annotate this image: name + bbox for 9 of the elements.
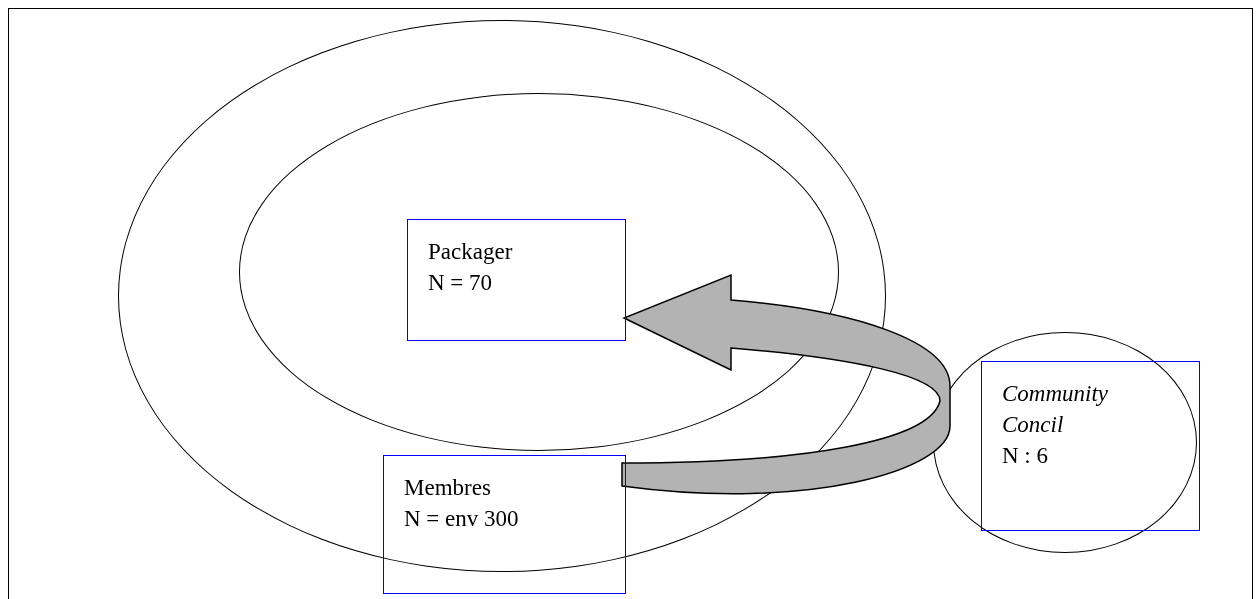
text-box [383,455,626,594]
node-title: Membres [404,474,492,502]
node-title: Community Concil [1002,380,1110,439]
node-title: Packager [428,238,514,266]
node-count: N = 70 [428,269,494,297]
node-count: N = env 300 [404,505,520,533]
curved-arrow [621,274,951,495]
text-box [407,219,626,341]
node-count: N : 6 [1002,442,1049,470]
